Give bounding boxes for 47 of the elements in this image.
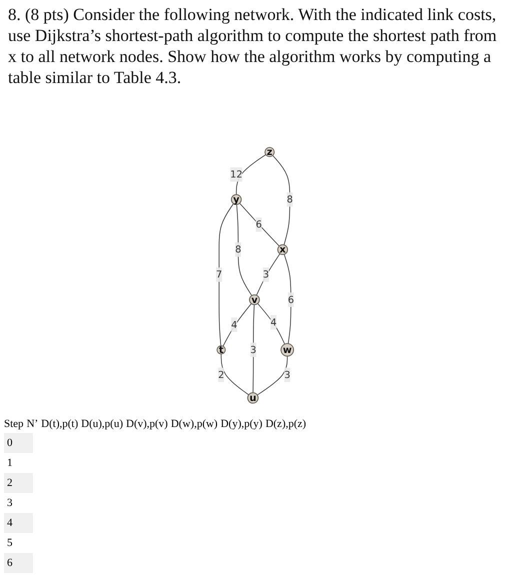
edge-label: 8 xyxy=(235,244,242,256)
step-number: 0 xyxy=(4,433,33,453)
node-circle: t xyxy=(216,345,226,354)
column-header: D(z),p(z) xyxy=(265,418,306,430)
connector xyxy=(272,155,290,246)
connector xyxy=(239,202,280,246)
column-header: D(y),p(y) xyxy=(220,418,262,430)
node-circle: y xyxy=(230,194,242,205)
step-number: 2 xyxy=(4,473,33,493)
node-circle: x xyxy=(277,244,288,256)
node-circle: v xyxy=(249,294,260,306)
step-number: 5 xyxy=(6,536,14,551)
column-header: Step xyxy=(4,418,24,430)
connector xyxy=(284,254,292,344)
step-number: 4 xyxy=(4,513,33,533)
step-number: 3 xyxy=(6,496,14,511)
column-header: D(w),p(w) xyxy=(170,418,218,430)
edge-label: 6 xyxy=(256,218,262,230)
edge-label: 7 xyxy=(216,268,222,280)
edge-label: 3 xyxy=(262,268,270,280)
connector xyxy=(252,304,255,394)
connector xyxy=(236,204,252,296)
column-header: N’ xyxy=(26,418,38,430)
step-number: 6 xyxy=(4,553,33,573)
edge-label: 4 xyxy=(231,318,238,330)
question-text: 8. (8 pts) Consider the following network. With the indicated link costs, use Dijkstra’s shortest-path algorithm to compute the shortest path from x to all network nodes. Show how the algorithm works by computing a table similar to Table 4.3. xyxy=(8,4,498,88)
connector xyxy=(256,253,280,296)
column-header: D(u),p(u) xyxy=(81,418,123,430)
connector xyxy=(256,356,288,396)
connector xyxy=(222,303,252,347)
connector xyxy=(236,154,266,195)
node-circle: z xyxy=(264,147,275,158)
node-circle: w xyxy=(280,343,294,357)
edge-label: 2 xyxy=(218,368,224,380)
edge-label: 4 xyxy=(270,316,277,328)
edge-label: 3 xyxy=(284,368,290,380)
edge-label: 12 xyxy=(230,168,242,180)
column-header: D(v),p(v) xyxy=(126,418,168,430)
column-header: D(t),p(t) xyxy=(41,418,78,430)
edge-label: 3 xyxy=(250,344,256,356)
edge-label: 8 xyxy=(286,194,293,205)
step-number: 1 xyxy=(6,456,14,471)
connector xyxy=(218,203,234,346)
connector xyxy=(257,303,286,344)
edge-label: 6 xyxy=(288,294,294,306)
node-circle: u xyxy=(247,392,259,404)
connector xyxy=(220,354,250,396)
